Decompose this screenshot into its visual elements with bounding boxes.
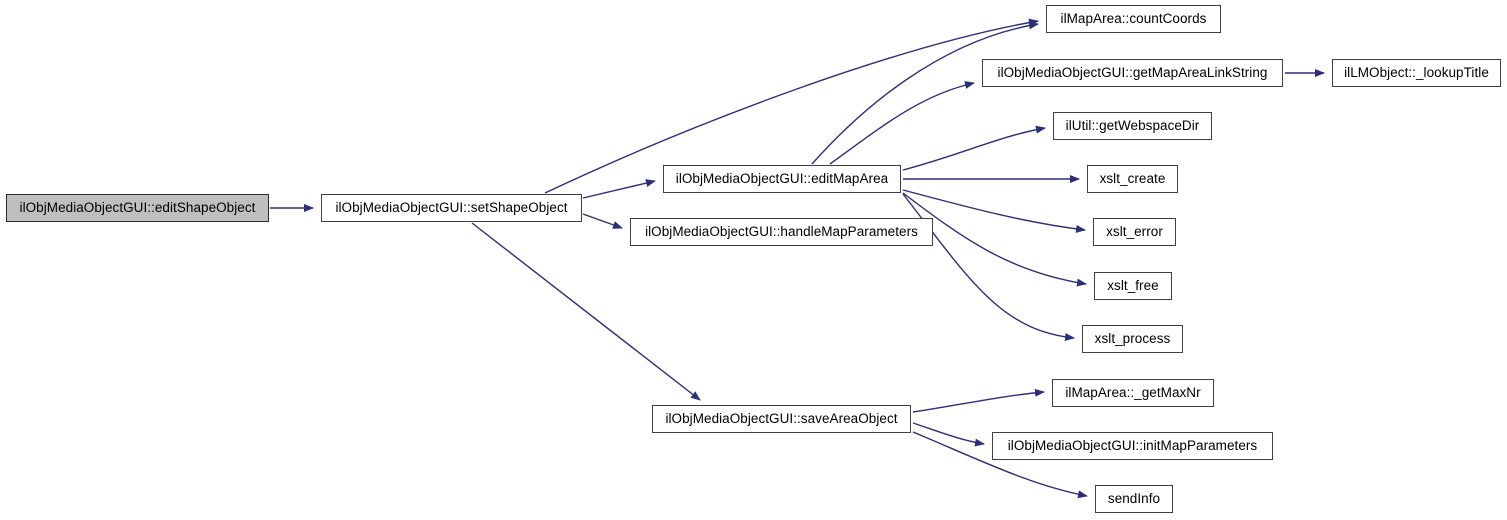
graph-node-label: xslt_create	[1099, 171, 1166, 187]
graph-node-label: ilMapArea::countCoords	[1060, 11, 1207, 27]
graph-node-editShapeObject[interactable]: ilObjMediaObjectGUI::editShapeObject	[6, 194, 269, 222]
graph-node-label: ilObjMediaObjectGUI::saveAreaObject	[665, 411, 898, 427]
graph-node-label: ilObjMediaObjectGUI::setShapeObject	[335, 200, 568, 216]
graph-node-xslt_free[interactable]: xslt_free	[1094, 272, 1172, 300]
call-edge-setShapeObject-to-countCoords	[544, 18, 1039, 194]
graph-node-label: ilMapArea::_getMaxNr	[1065, 385, 1201, 401]
graph-node-getMaxNr[interactable]: ilMapArea::_getMaxNr	[1052, 379, 1214, 407]
graph-node-label: xslt_process	[1094, 331, 1171, 347]
graph-node-setShapeObject[interactable]: ilObjMediaObjectGUI::setShapeObject	[321, 194, 582, 222]
graph-node-xslt_create[interactable]: xslt_create	[1087, 165, 1178, 193]
graph-node-editMapArea[interactable]: ilObjMediaObjectGUI::editMapArea	[663, 165, 901, 193]
call-edge-saveAreaObject-to-sendInfo	[912, 431, 1088, 499]
call-edge-editMapArea-to-xslt_process	[902, 193, 1075, 342]
graph-node-label: ilUtil::getWebspaceDir	[1065, 118, 1200, 134]
call-edge-editMapArea-to-getMapAreaLinkString	[829, 81, 975, 165]
graph-node-label: ilObjMediaObjectGUI::getMapAreaLinkStrin…	[997, 65, 1268, 81]
graph-node-initMapParameters[interactable]: ilObjMediaObjectGUI::initMapParameters	[992, 432, 1273, 460]
graph-node-label: ilLMObject::_lookupTitle	[1344, 65, 1489, 81]
call-edge-setShapeObject-to-editMapArea	[582, 179, 656, 199]
call-edge-saveAreaObject-to-getMaxNr	[912, 388, 1045, 413]
graph-node-label: xslt_free	[1107, 278, 1159, 294]
graph-node-sendInfo[interactable]: sendInfo	[1095, 485, 1173, 513]
call-edge-saveAreaObject-to-initMapParameters	[912, 422, 985, 447]
graph-node-saveAreaObject[interactable]: ilObjMediaObjectGUI::saveAreaObject	[652, 405, 911, 433]
graph-node-label: sendInfo	[1107, 491, 1161, 507]
graph-node-label: ilObjMediaObjectGUI::editShapeObject	[19, 200, 256, 216]
graph-node-getMapAreaLinkString[interactable]: ilObjMediaObjectGUI::getMapAreaLinkStrin…	[982, 59, 1283, 87]
graph-node-label: ilObjMediaObjectGUI::initMapParameters	[1007, 438, 1258, 454]
call-edge-editMapArea-to-xslt_error	[902, 189, 1086, 233]
call-edge-setShapeObject-to-handleMapParameters	[582, 213, 623, 229]
graph-node-label: xslt_error	[1106, 224, 1163, 240]
graph-node-label: ilObjMediaObjectGUI::handleMapParameters	[645, 224, 918, 240]
call-edge-setShapeObject-to-saveAreaObject	[471, 222, 701, 401]
graph-node-lookupTitle[interactable]: ilLMObject::_lookupTitle	[1332, 59, 1501, 87]
graph-node-xslt_process[interactable]: xslt_process	[1082, 325, 1183, 353]
call-edge-editMapArea-to-xslt_free	[902, 192, 1087, 287]
graph-node-label: ilObjMediaObjectGUI::editMapArea	[675, 171, 889, 187]
call-edge-editMapArea-to-countCoords	[811, 21, 1039, 165]
graph-node-countCoords[interactable]: ilMapArea::countCoords	[1046, 5, 1221, 33]
call-edge-editMapArea-to-getWebspaceDir	[902, 125, 1046, 171]
graph-node-getWebspaceDir[interactable]: ilUtil::getWebspaceDir	[1053, 112, 1212, 140]
graph-node-xslt_error[interactable]: xslt_error	[1093, 218, 1176, 246]
graph-node-handleMapParameters[interactable]: ilObjMediaObjectGUI::handleMapParameters	[630, 218, 933, 246]
